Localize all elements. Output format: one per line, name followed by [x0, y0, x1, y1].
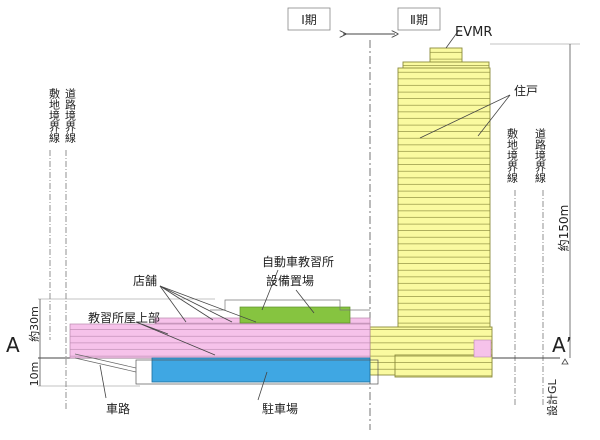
section-a-prime-label: A’ — [552, 333, 572, 357]
shop-label: 店舗 — [133, 274, 157, 288]
left-road-boundary-label: 道路境界線 — [64, 87, 77, 143]
depth-10-label: 10m — [28, 362, 41, 387]
dwelling-label: 住戸 — [514, 84, 538, 98]
ramp-line-1 — [74, 357, 137, 373]
tower-basement — [394, 354, 493, 378]
tower-pink-accent — [473, 339, 492, 358]
gl-marker — [561, 358, 569, 365]
evmr-label: EVMR — [455, 25, 492, 40]
phase2-label: Ⅱ期 — [410, 13, 428, 27]
school-roof-label: 教習所屋上部 — [88, 310, 160, 325]
ramp-line-2 — [74, 353, 137, 369]
height-150-label: 約150m — [556, 205, 571, 252]
blue-parking-block — [151, 357, 371, 383]
rooftop-structure — [210, 299, 370, 311]
left-site-boundary-label: 敷地境界線 — [48, 87, 61, 143]
design-gl-label: 設計GL — [545, 378, 559, 416]
driving-school-label: 自動車教習所 — [262, 254, 334, 269]
leader-lines — [99, 29, 511, 401]
section-a-label: A — [6, 333, 20, 357]
right-road-boundary-label: 道路境界線 — [534, 127, 547, 183]
phase1-label: Ⅰ期 — [301, 13, 317, 27]
phase1-box — [287, 7, 331, 31]
right-site-boundary-label: 敷地境界線 — [506, 127, 519, 183]
equipment-area-label: 設備置場 — [266, 273, 314, 288]
green-equipment-block — [239, 306, 351, 324]
tower-body — [397, 67, 491, 331]
height-30-label: 約30m — [27, 306, 41, 342]
phase2-box — [397, 7, 441, 31]
pink-school-block — [69, 323, 371, 359]
road-label: 車路 — [106, 401, 130, 416]
parking-label: 駐車場 — [262, 401, 298, 416]
